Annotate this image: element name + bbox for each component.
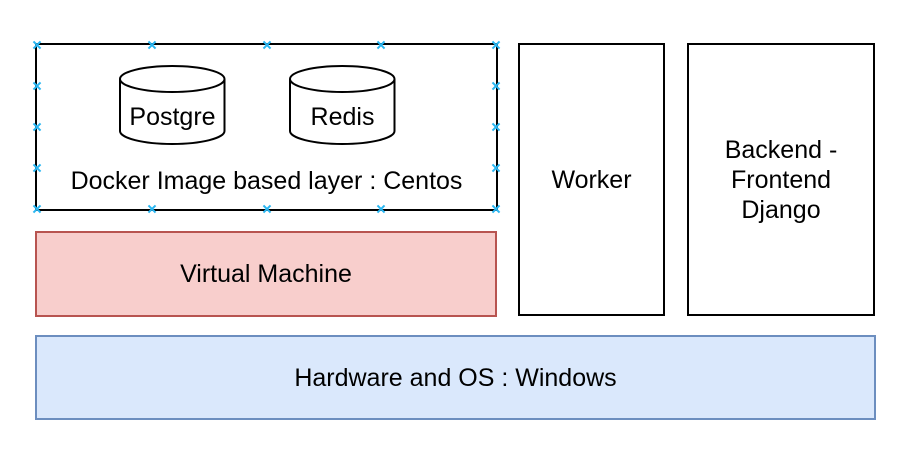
docker-layer-box[interactable]: Postgre Redis Docker Image based layer :…	[35, 43, 498, 211]
connection-point-icon[interactable]	[32, 122, 42, 132]
hardware-os-box[interactable]: Hardware and OS : Windows	[35, 335, 876, 420]
virtual-machine-label: Virtual Machine	[180, 260, 352, 288]
cylinder-icon	[119, 65, 226, 145]
hardware-os-label: Hardware and OS : Windows	[294, 363, 617, 392]
connection-point-icon[interactable]	[262, 40, 272, 50]
cylinder-icon	[289, 65, 396, 145]
connection-point-icon[interactable]	[262, 204, 272, 214]
connection-point-icon[interactable]	[376, 40, 386, 50]
redis-label: Redis	[310, 103, 375, 131]
connection-point-icon[interactable]	[32, 40, 42, 50]
worker-box[interactable]: Worker	[518, 43, 665, 316]
virtual-machine-box[interactable]: Virtual Machine	[35, 231, 497, 317]
connection-point-icon[interactable]	[32, 163, 42, 173]
redis-database-shape[interactable]: Redis	[289, 65, 396, 145]
backend-frontend-box[interactable]: Backend - Frontend Django	[687, 43, 875, 316]
connection-point-icon[interactable]	[147, 40, 157, 50]
connection-point-icon[interactable]	[491, 204, 501, 214]
backend-frontend-label: Backend - Frontend Django	[724, 135, 838, 224]
connection-point-icon[interactable]	[491, 122, 501, 132]
connection-point-icon[interactable]	[491, 81, 501, 91]
docker-layer-label: Docker Image based layer : Centos	[70, 167, 463, 195]
postgre-label: Postgre	[129, 103, 216, 131]
connection-point-icon[interactable]	[491, 40, 501, 50]
connection-point-icon[interactable]	[491, 163, 501, 173]
connection-point-icon[interactable]	[147, 204, 157, 214]
worker-label: Worker	[551, 165, 632, 194]
postgre-database-shape[interactable]: Postgre	[119, 65, 226, 145]
connection-point-icon[interactable]	[376, 204, 386, 214]
connection-point-icon[interactable]	[32, 81, 42, 91]
connection-point-icon[interactable]	[32, 204, 42, 214]
